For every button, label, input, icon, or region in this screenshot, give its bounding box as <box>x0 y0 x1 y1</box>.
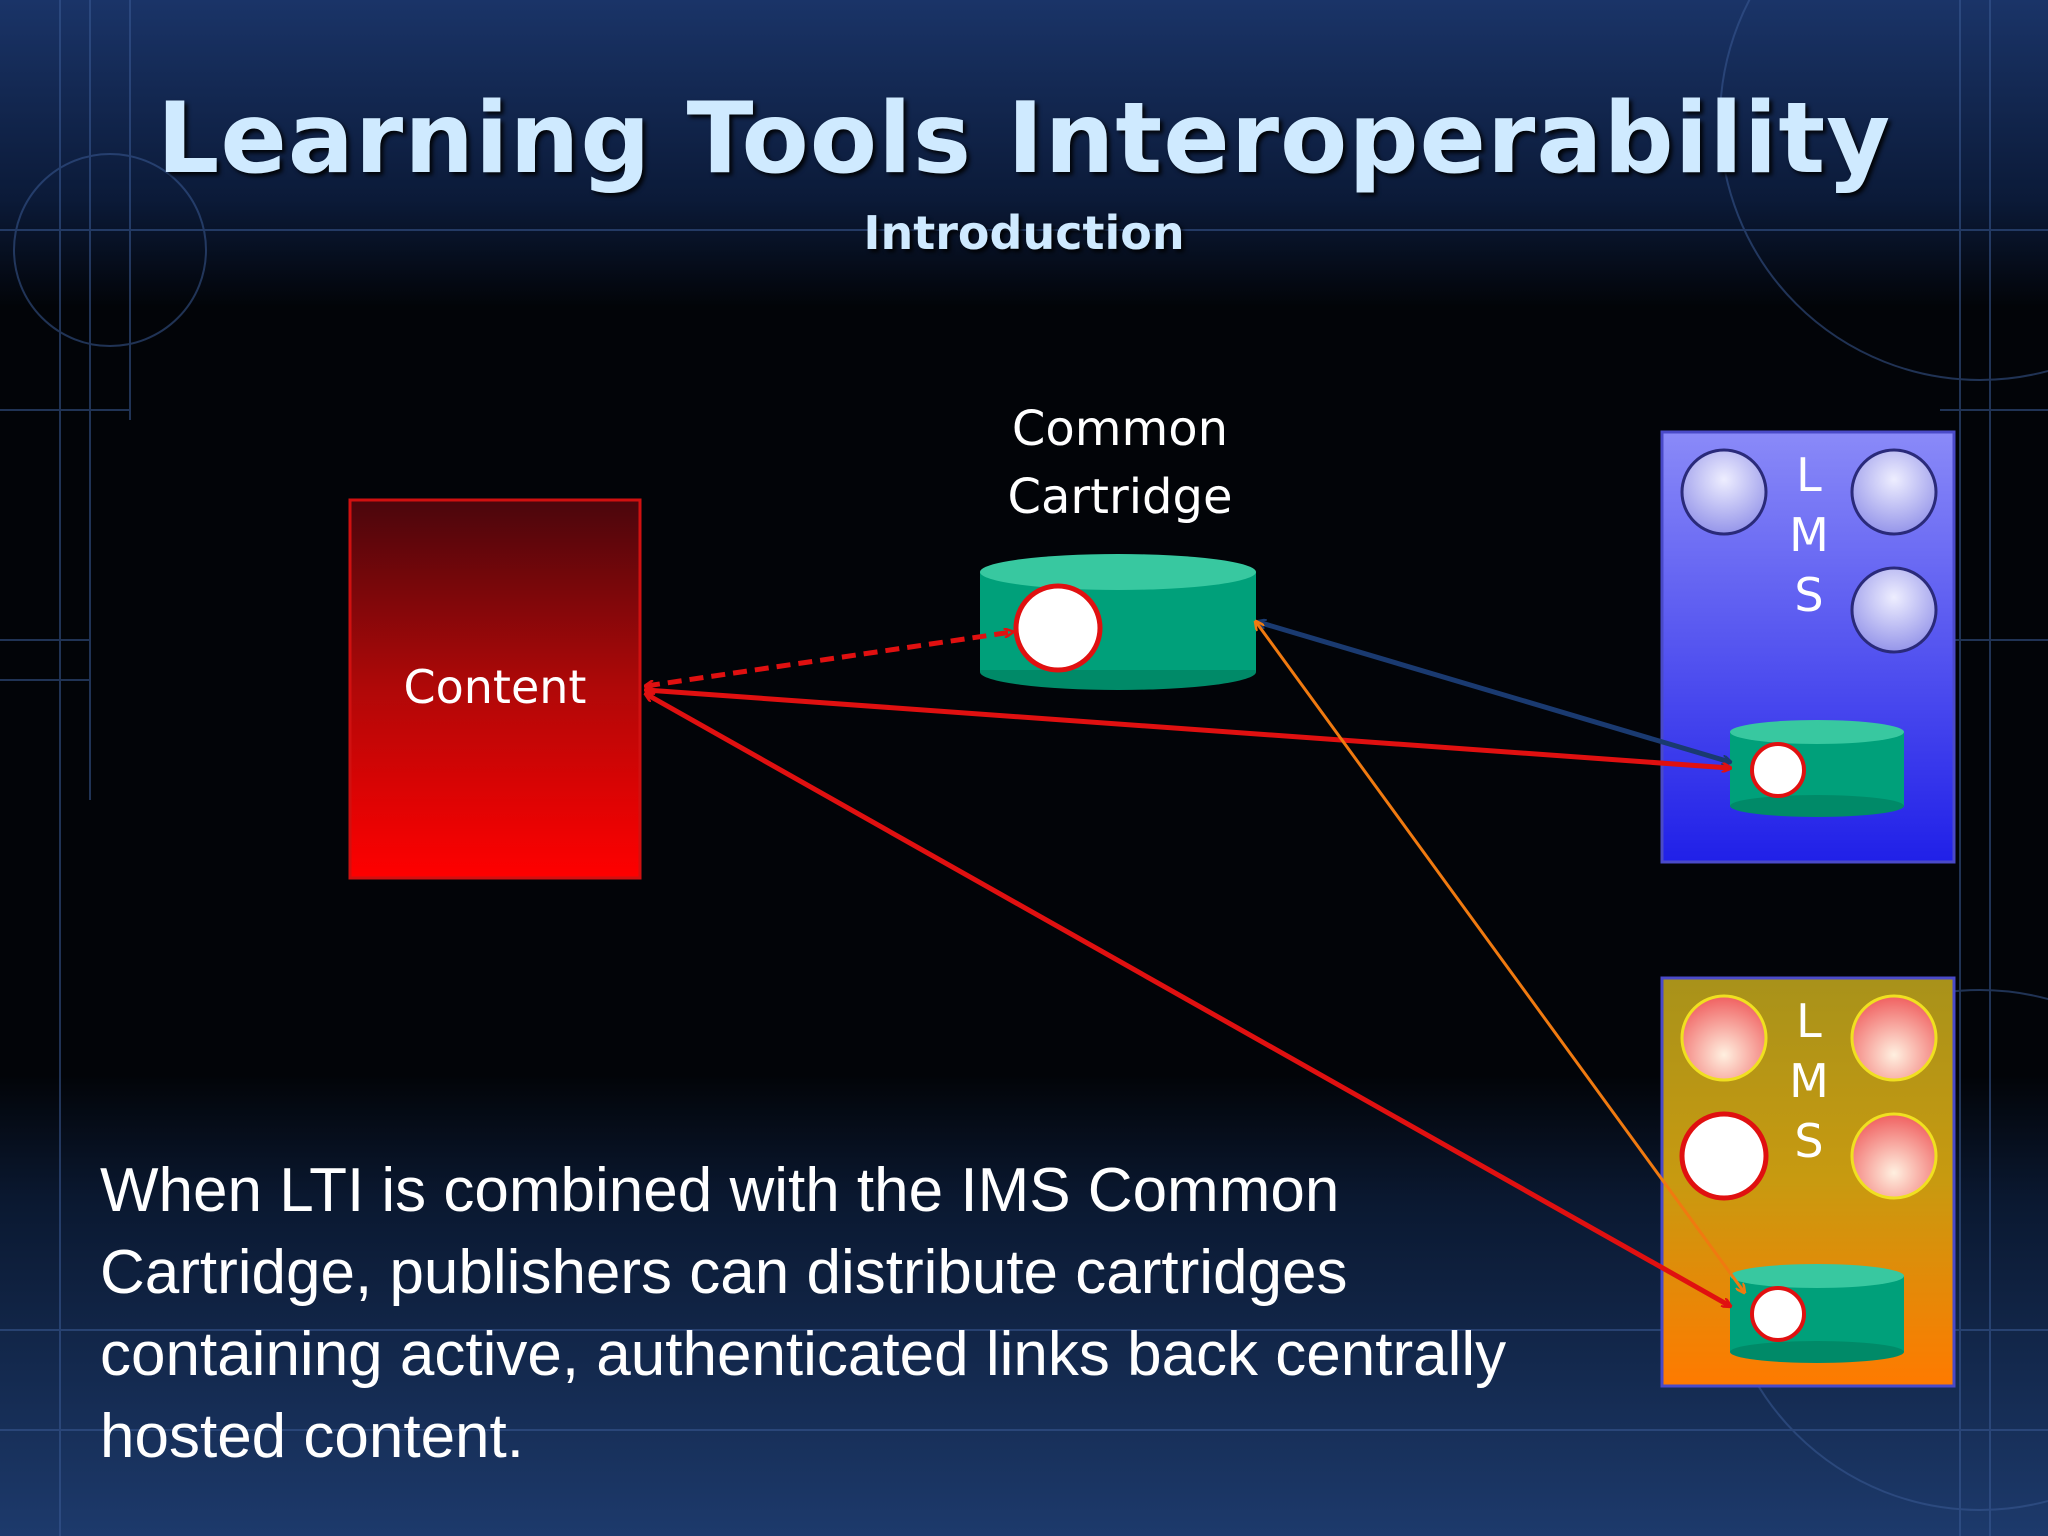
lms-gold-bubble <box>1850 994 1938 1082</box>
lms-blue-letter: S <box>1794 568 1824 622</box>
lms-gold-bubble <box>1680 994 1768 1082</box>
content-box-label: Content <box>403 660 587 714</box>
common-cartridge-label: Common Cartridge <box>1007 401 1233 525</box>
lms-gold-cartridge <box>1730 1264 1904 1363</box>
lms-blue-letter: L <box>1796 448 1822 502</box>
arrow-content-to-gold-lms <box>646 694 1730 1306</box>
content-box <box>348 498 642 880</box>
cartridge-link-circle <box>1013 583 1103 673</box>
lms-gold-letter: M <box>1789 1054 1829 1108</box>
lms-blue-bubble <box>1850 566 1938 654</box>
slide-caption: When LTI is combined with the IMS Common… <box>100 1156 1507 1471</box>
slide-title: Learning Tools Interoperability <box>156 82 1892 196</box>
lms-blue-bubble <box>1850 448 1938 536</box>
lms-gold-letter: S <box>1794 1114 1824 1168</box>
lms-gold-letter: L <box>1796 994 1822 1048</box>
arrow-content-to-cartridge-dashed <box>646 632 1012 686</box>
lms-blue-cartridge <box>1730 720 1904 817</box>
lms-blue-letter: M <box>1789 508 1829 562</box>
slide-subtitle: Introduction <box>863 206 1185 260</box>
lms-gold-bubble <box>1850 1112 1938 1200</box>
lms-blue-bubble <box>1680 448 1768 536</box>
lms-gold-link-circle <box>1679 1111 1769 1201</box>
common-cartridge-cylinder <box>980 554 1256 690</box>
